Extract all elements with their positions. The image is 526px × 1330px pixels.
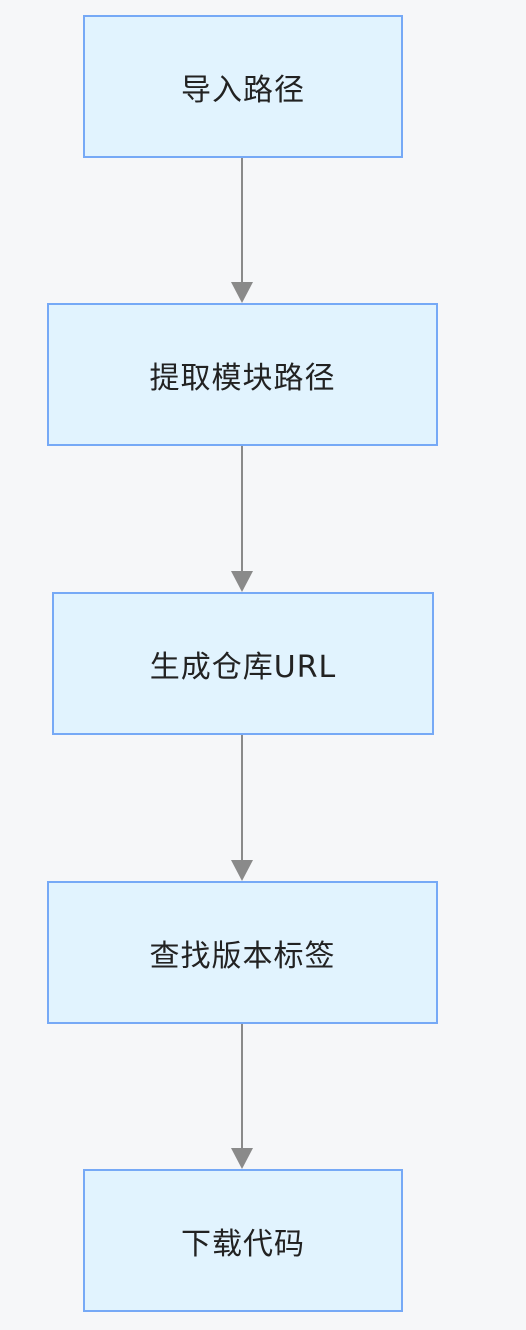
node-generate-repo-url: 生成仓库URL (52, 592, 434, 735)
arrowhead-icon (231, 571, 253, 592)
node-label: 提取模块路径 (149, 360, 336, 396)
arrowhead-icon (231, 1148, 253, 1169)
arrowhead-icon (231, 282, 253, 303)
edge-1-2 (231, 446, 253, 592)
edge-2-3 (231, 735, 253, 881)
node-label: 生成仓库URL (149, 649, 337, 685)
node-label: 下载代码 (181, 1226, 305, 1262)
node-import-path: 导入路径 (83, 15, 403, 158)
node-label: 导入路径 (181, 72, 305, 108)
edge-3-4 (231, 1024, 253, 1169)
node-label: 查找版本标签 (149, 938, 336, 974)
arrowhead-icon (231, 860, 253, 881)
edge-0-1 (231, 158, 253, 303)
node-find-version-tag: 查找版本标签 (47, 881, 438, 1024)
node-download-code: 下载代码 (83, 1169, 403, 1312)
node-extract-module-path: 提取模块路径 (47, 303, 438, 446)
